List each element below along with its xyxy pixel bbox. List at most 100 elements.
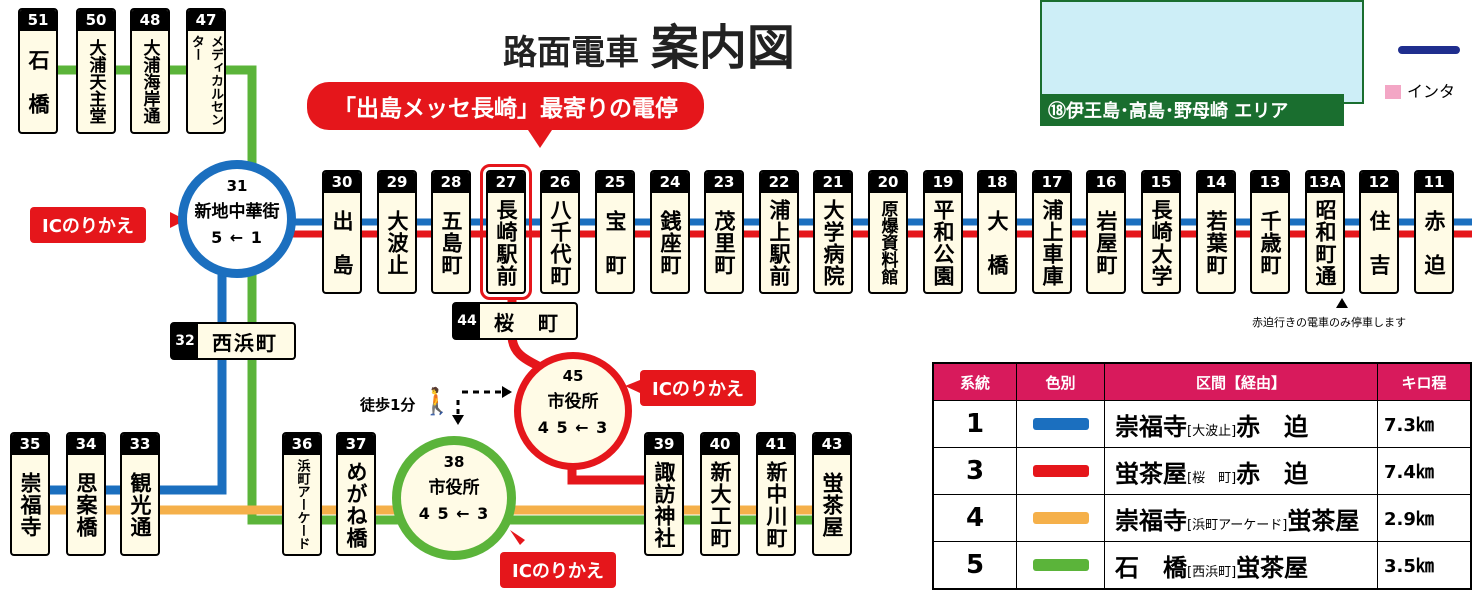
stop-number: 51 — [20, 10, 56, 31]
stop-name: 若葉町 — [1204, 209, 1228, 276]
walk-arrowhead-down — [452, 415, 464, 425]
stop-number: 24 — [652, 172, 688, 193]
stop-name: 原爆資料館 — [877, 200, 898, 285]
stop-number: 37 — [338, 434, 374, 455]
stop-name: 浦上車庫 — [1040, 198, 1064, 287]
note-marker — [1336, 298, 1348, 308]
walk-arrowhead — [502, 386, 512, 398]
stop-number: 32 — [172, 324, 198, 358]
stop-number: 47 — [188, 10, 224, 31]
stop-number: 25 — [597, 172, 633, 193]
stop-number: 28 — [433, 172, 469, 193]
stop-name: 大浦海岸通 — [139, 39, 160, 124]
stop-name: 石 橋 — [26, 48, 50, 115]
stop-51[interactable]: 51 石 橋 — [18, 8, 58, 134]
route-distance: 7.4㎞ — [1377, 447, 1472, 495]
stop-name: 大浦天主堂 — [85, 39, 106, 124]
stop-name: 観光通 — [128, 471, 152, 538]
stop-name: 新中川町 — [764, 460, 788, 549]
hub-icons: 5 ← 1 — [211, 228, 263, 247]
route-distance: 3.5㎞ — [1377, 541, 1472, 590]
route-from: 崇福寺 — [1115, 506, 1187, 535]
stop-number: 40 — [702, 434, 738, 455]
hub-38[interactable]: 38 市役所 4 5 ← 3 — [392, 436, 516, 560]
hub-name: 市役所 — [547, 392, 599, 412]
ic-pointer-38 — [510, 530, 525, 545]
stop-number: 22 — [761, 172, 797, 193]
stop-number: 50 — [78, 10, 114, 31]
stop-name: 赤 迫 — [1422, 209, 1446, 276]
ic-transfer-badge-45: ICのりかえ — [640, 370, 756, 406]
line-color-swatch — [1032, 511, 1089, 524]
ic-pointer-45 — [625, 380, 640, 393]
stop-number: 27 — [488, 172, 524, 193]
stop-note: 赤迫行きの電車のみ停車します — [1252, 316, 1406, 329]
stop-name: 出 島 — [330, 209, 354, 276]
line-color-swatch — [1032, 417, 1089, 430]
hub-31[interactable]: 31 新地中華街 5 ← 1 — [178, 160, 296, 278]
line-color-cell — [1016, 541, 1105, 590]
stop-name: 岩屋町 — [1094, 209, 1118, 276]
line-color-swatch — [1032, 464, 1089, 477]
stop-number: 12 — [1361, 172, 1397, 193]
walker-icon: 🚶 — [420, 387, 454, 417]
stop-name: 八千代町 — [548, 198, 572, 287]
stop-name: 昭和町通 — [1313, 198, 1337, 287]
stop-name: 浜町アーケード — [294, 459, 310, 550]
table-header-cell: 色別 — [1016, 362, 1105, 401]
stop-number: 44 — [454, 304, 480, 338]
page-title: 路面電車 案内図 — [503, 8, 795, 78]
route-cell: 崇福寺[大波止]赤 迫 — [1104, 400, 1378, 448]
stop-32[interactable]: 32 西浜町 — [170, 322, 296, 360]
line-number: 3 — [932, 447, 1017, 495]
stop-44[interactable]: 44 桜 町 — [452, 302, 578, 340]
route-via: [浜町アーケード] — [1187, 517, 1288, 533]
stop-name: めがね橋 — [344, 460, 368, 549]
route-via: [西浜町] — [1187, 564, 1237, 580]
route-cell: 石 橋[西浜町]蛍茶屋 — [1104, 541, 1378, 590]
walk-note-text: 徒歩1分 — [360, 396, 416, 414]
stop-number: 17 — [1034, 172, 1070, 193]
hub-45[interactable]: 45 市役所 4 5 ← 3 — [514, 352, 632, 470]
stop-17[interactable]: 17 浦上車庫 — [1032, 170, 1072, 294]
stop-37[interactable]: 37 めがね橋 — [336, 432, 376, 556]
line-number: 5 — [932, 541, 1017, 590]
stop-name: 茂里町 — [712, 209, 736, 276]
route-from: 石 橋 — [1115, 553, 1187, 582]
stop-name: 千歳町 — [1258, 209, 1282, 276]
stop-50[interactable]: 50 大浦天主堂 — [76, 8, 116, 134]
hub-icons: 4 5 ← 3 — [418, 504, 490, 523]
stop-30[interactable]: 30 出 島 — [322, 170, 362, 294]
stop-number: 30 — [324, 172, 360, 193]
